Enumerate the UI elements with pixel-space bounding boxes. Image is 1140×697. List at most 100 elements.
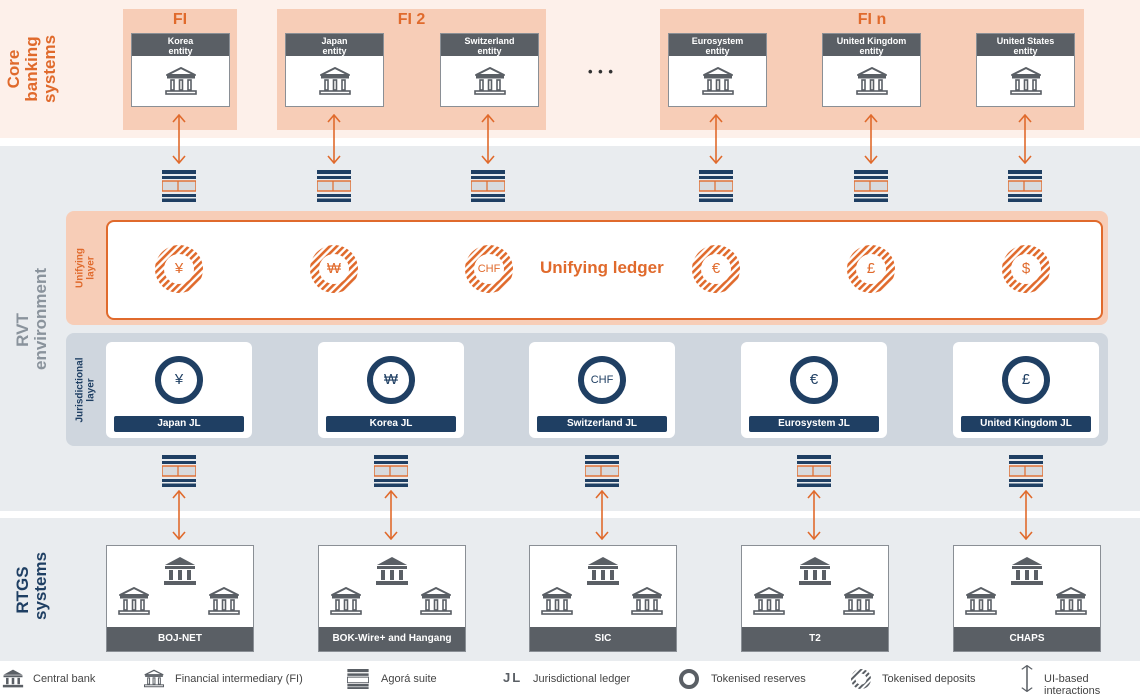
- currency-symbol: €: [809, 371, 819, 388]
- fi-group-title: FI 2: [397, 11, 426, 28]
- ui-arrow-icon: [1019, 490, 1033, 540]
- central-bank-icon: [163, 556, 197, 586]
- entity-name: Eurosystem: [691, 36, 744, 46]
- entity-suffix: entity: [705, 46, 730, 56]
- currency-symbol: £: [866, 260, 876, 277]
- central-bank-icon: [1010, 556, 1044, 586]
- rtgs-name: T2: [742, 627, 888, 651]
- tokenised-reserve-icon: [155, 356, 203, 404]
- legend: Central bank Financial intermediary (FI)…: [0, 664, 1140, 697]
- currency-symbol: ¥: [174, 371, 184, 388]
- financial-intermediary-icon: [318, 66, 352, 96]
- tokenised-reserve-icon: [1002, 356, 1050, 404]
- fi-group-title: FI: [172, 11, 188, 28]
- legend-fi: Financial intermediary (FI): [175, 673, 303, 685]
- jl-symbol: JL: [503, 670, 523, 685]
- entity-suffix: entity: [322, 46, 347, 56]
- rtgs-box-boj-net: BOJ-NET: [106, 545, 254, 652]
- jl-box-eurosystem: € Eurosystem JL: [741, 342, 887, 438]
- agora-suite-icon: [1008, 170, 1042, 202]
- legend-ui: UI-based interactions: [1044, 673, 1101, 697]
- jl-name: Switzerland JL: [537, 416, 667, 432]
- ui-arrow-icon: [595, 490, 609, 540]
- tokenised-reserve-icon: [679, 669, 699, 689]
- rtgs-box-t2: T2: [741, 545, 889, 652]
- core-banking-label-text: Core banking systems: [4, 34, 59, 104]
- tokenised-deposit-icon: [1002, 245, 1050, 293]
- entity-name: United States: [996, 36, 1055, 46]
- unifying-ledger-box: [106, 220, 1103, 320]
- financial-intermediary-icon: [419, 586, 453, 616]
- fi-group-title: FI n: [857, 11, 887, 28]
- currency-symbol: ₩: [383, 371, 399, 388]
- core-banking-label: Core banking systems: [4, 9, 59, 129]
- financial-intermediary-icon: [701, 66, 735, 96]
- agora-suite-icon: [162, 455, 196, 487]
- agora-suite-icon: [347, 669, 369, 689]
- financial-intermediary-icon: [630, 586, 664, 616]
- ui-arrow-icon: [709, 114, 723, 164]
- legend-jl: Jurisdictional ledger: [533, 673, 631, 685]
- jl-name: Japan JL: [114, 416, 244, 432]
- financial-intermediary-icon: [329, 586, 363, 616]
- tokenised-deposit-icon: [851, 669, 871, 689]
- financial-intermediary-icon: [752, 586, 786, 616]
- central-bank-icon: [375, 556, 409, 586]
- tokenised-deposit-dollar: $: [1001, 244, 1051, 294]
- tokenised-reserve-icon: [578, 356, 626, 404]
- ui-arrow-icon: [384, 490, 398, 540]
- financial-intermediary-icon: [540, 586, 574, 616]
- currency-symbol: CHF: [590, 374, 614, 386]
- entity-name: Japan: [321, 36, 348, 46]
- financial-intermediary-icon: [855, 66, 889, 96]
- rtgs-name: CHAPS: [954, 627, 1100, 651]
- tokenised-deposit-chf: CHF: [464, 244, 514, 294]
- financial-intermediary-icon: [164, 66, 198, 96]
- currency-symbol: CHF: [477, 263, 501, 275]
- currency-symbol: ¥: [174, 260, 184, 277]
- agora-suite-icon: [854, 170, 888, 202]
- financial-intermediary-icon: [143, 669, 165, 688]
- agora-suite-icon: [162, 170, 196, 202]
- ui-arrow-icon: [1018, 114, 1032, 164]
- agora-suite-icon: [317, 170, 351, 202]
- entity-name: Switzerland: [464, 36, 515, 46]
- agora-suite-icon: [374, 455, 408, 487]
- rtgs-name: BOJ-NET: [107, 627, 253, 651]
- ellipsis: • • •: [588, 64, 614, 79]
- rtgs-name: BOK-Wire+ and Hangang: [319, 627, 465, 651]
- tokenised-reserve-icon: [790, 356, 838, 404]
- tokenised-reserve-icon: [367, 356, 415, 404]
- legend-reserves: Tokenised reserves: [711, 673, 806, 685]
- financial-intermediary-icon: [1009, 66, 1043, 96]
- rtgs-box-sic: SIC: [529, 545, 677, 652]
- central-bank-icon: [798, 556, 832, 586]
- tokenised-deposit-pound: £: [846, 244, 896, 294]
- entity-suffix: entity: [859, 46, 884, 56]
- agora-suite-icon: [1009, 455, 1043, 487]
- tokenised-deposit-icon: [692, 245, 740, 293]
- tokenised-deposit-icon: [465, 245, 513, 293]
- ui-arrow-icon: [481, 114, 495, 164]
- financial-intermediary-icon: [117, 586, 151, 616]
- rtgs-label: RTGS systems: [13, 530, 50, 650]
- rvt-label: RVT environment: [13, 267, 50, 390]
- ui-arrow-icon: [807, 490, 821, 540]
- entity-suffix: entity: [1013, 46, 1038, 56]
- currency-symbol: ₩: [326, 260, 342, 277]
- agora-suite-icon: [699, 170, 733, 202]
- agora-suite-icon: [585, 455, 619, 487]
- tokenised-deposit-icon: [310, 245, 358, 293]
- legend-deposits: Tokenised deposits: [882, 673, 976, 685]
- rvt-label-text: RVT environment: [13, 267, 50, 370]
- jurisdictional-layer-label-text: Jurisdictional layer: [74, 357, 97, 423]
- currency-symbol: €: [711, 260, 721, 277]
